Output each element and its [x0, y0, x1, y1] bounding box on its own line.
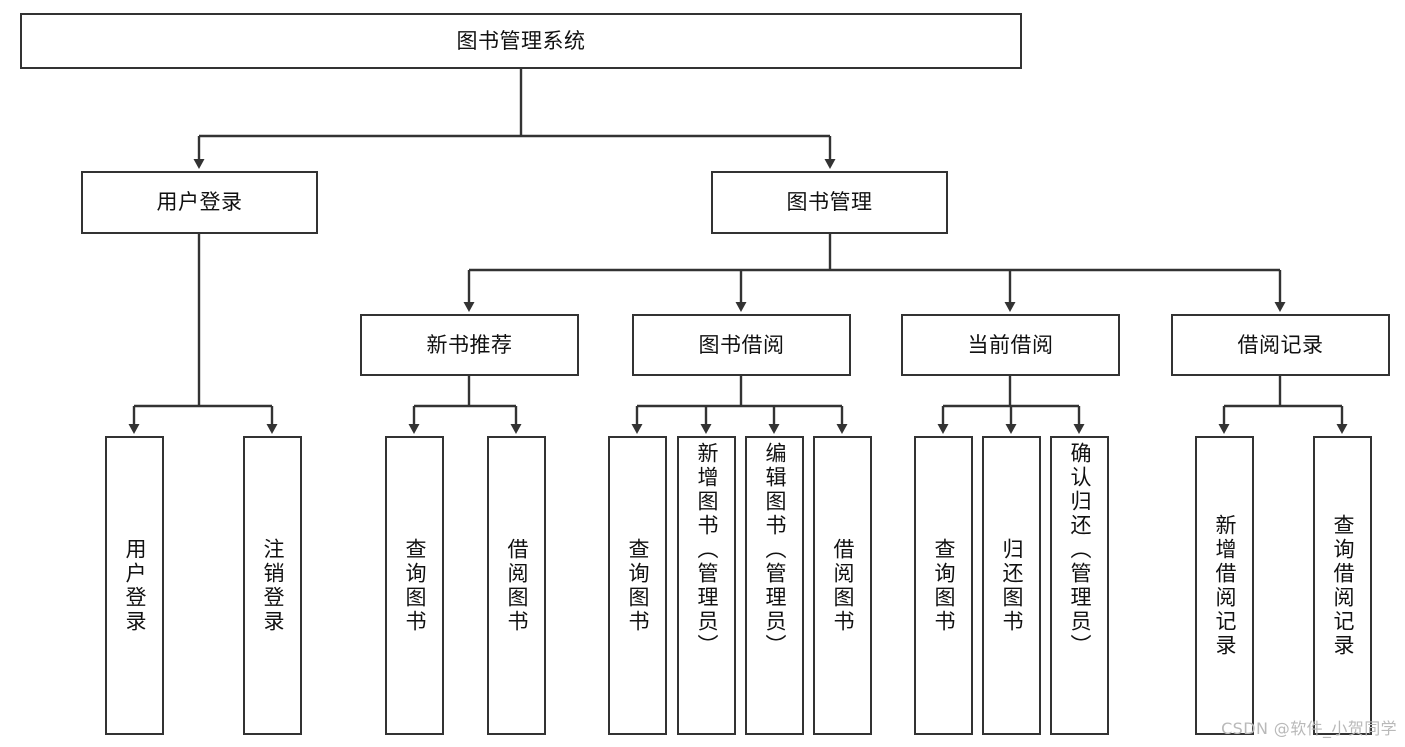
node-leaf-logout[interactable]: 注销登录	[243, 436, 302, 735]
node-new-book-rec-label: 新书推荐	[426, 332, 513, 357]
node-leaf-borrow-book-rec[interactable]: 借阅图书	[487, 436, 546, 735]
node-leaf-query-record-label: 查询借阅记录	[1331, 513, 1355, 658]
node-leaf-user-login[interactable]: 用户登录	[105, 436, 164, 735]
node-root[interactable]: 图书管理系统	[20, 13, 1022, 69]
node-leaf-confirm-return-label: 确认归还（管理员）	[1068, 442, 1092, 658]
node-book-manage[interactable]: 图书管理	[711, 171, 948, 234]
node-leaf-edit-book-label: 编辑图书（管理员）	[763, 442, 787, 658]
node-book-borrow[interactable]: 图书借阅	[632, 314, 851, 376]
node-leaf-add-book-label: 新增图书（管理员）	[695, 442, 719, 658]
node-leaf-query-book-cur[interactable]: 查询图书	[914, 436, 973, 735]
node-user-login-label: 用户登录	[156, 190, 243, 215]
node-leaf-return-book[interactable]: 归还图书	[982, 436, 1041, 735]
node-leaf-query-book[interactable]: 查询图书	[608, 436, 667, 735]
node-leaf-borrow-book[interactable]: 借阅图书	[813, 436, 872, 735]
node-borrow-record-label: 借阅记录	[1237, 332, 1324, 357]
node-leaf-confirm-return[interactable]: 确认归还（管理员）	[1050, 436, 1109, 735]
node-new-book-rec[interactable]: 新书推荐	[360, 314, 579, 376]
node-current-borrow[interactable]: 当前借阅	[901, 314, 1120, 376]
node-leaf-query-book-rec[interactable]: 查询图书	[385, 436, 444, 735]
node-leaf-add-book[interactable]: 新增图书（管理员）	[677, 436, 736, 735]
node-leaf-add-record[interactable]: 新增借阅记录	[1195, 436, 1254, 735]
node-leaf-borrow-book-label: 借阅图书	[831, 537, 855, 634]
node-book-borrow-label: 图书借阅	[698, 332, 785, 357]
node-leaf-add-record-label: 新增借阅记录	[1213, 513, 1237, 658]
node-leaf-query-record[interactable]: 查询借阅记录	[1313, 436, 1372, 735]
node-leaf-user-login-label: 用户登录	[123, 537, 147, 634]
node-current-borrow-label: 当前借阅	[967, 332, 1054, 357]
node-leaf-query-book-rec-label: 查询图书	[403, 537, 427, 634]
node-leaf-query-book-label: 查询图书	[626, 537, 650, 634]
node-leaf-borrow-book-rec-label: 借阅图书	[505, 537, 529, 634]
node-root-label: 图书管理系统	[456, 28, 586, 53]
node-book-manage-label: 图书管理	[786, 190, 873, 215]
node-leaf-edit-book[interactable]: 编辑图书（管理员）	[745, 436, 804, 735]
node-leaf-return-book-label: 归还图书	[1000, 537, 1024, 634]
node-borrow-record[interactable]: 借阅记录	[1171, 314, 1390, 376]
node-leaf-logout-label: 注销登录	[261, 537, 285, 634]
node-leaf-query-book-cur-label: 查询图书	[932, 537, 956, 634]
node-user-login[interactable]: 用户登录	[81, 171, 318, 234]
csdn-watermark: CSDN @软件_小贺同学	[1221, 719, 1397, 738]
